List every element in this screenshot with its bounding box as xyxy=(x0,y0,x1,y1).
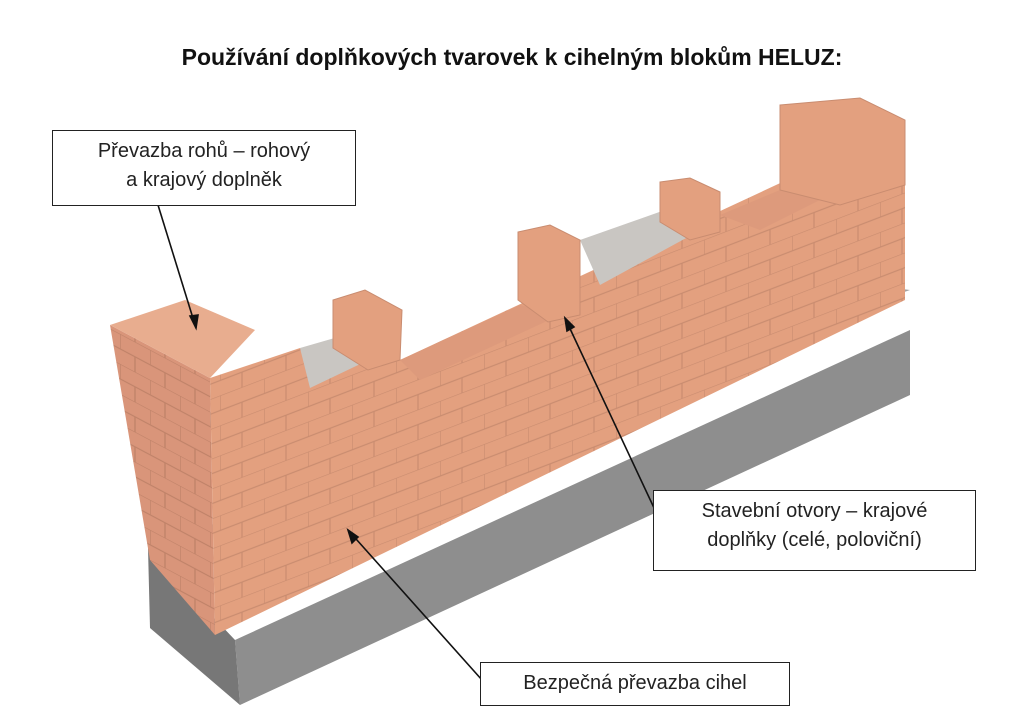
corner-column xyxy=(779,97,906,206)
opening-block-3 xyxy=(659,177,721,241)
foundation-side xyxy=(148,548,240,705)
label-openings-line2: doplňky (celé, poloviční) xyxy=(707,529,922,551)
label-bond-line1: Bezpečná převazba cihel xyxy=(523,672,747,694)
corner-block-top xyxy=(110,300,255,378)
arrow-openings xyxy=(564,317,656,511)
foundation-front xyxy=(235,330,910,705)
wall-top-mid xyxy=(400,305,560,380)
wall-top-right xyxy=(720,190,820,230)
label-openings: Stavební otvory – krajové doplňky (celé,… xyxy=(653,490,976,571)
wall-end-face xyxy=(110,325,215,635)
wall-front-face xyxy=(210,125,905,635)
opening-block-2 xyxy=(517,224,581,323)
label-openings-line1: Stavební otvory – krajové xyxy=(701,500,928,522)
label-corner-line1: Převazba rohů – rohový xyxy=(97,140,311,162)
arrow-corner xyxy=(157,204,197,329)
opening-block-1 xyxy=(332,289,403,371)
arrow-bond xyxy=(347,529,483,681)
label-corner-bond: Převazba rohů – rohový a krajový doplněk xyxy=(52,130,356,206)
label-corner-line2: a krajový doplněk xyxy=(126,169,282,191)
diagram-title: Používání doplňkových tvarovek k cihelný… xyxy=(181,44,843,70)
label-bond: Bezpečná převazba cihel xyxy=(480,662,790,706)
